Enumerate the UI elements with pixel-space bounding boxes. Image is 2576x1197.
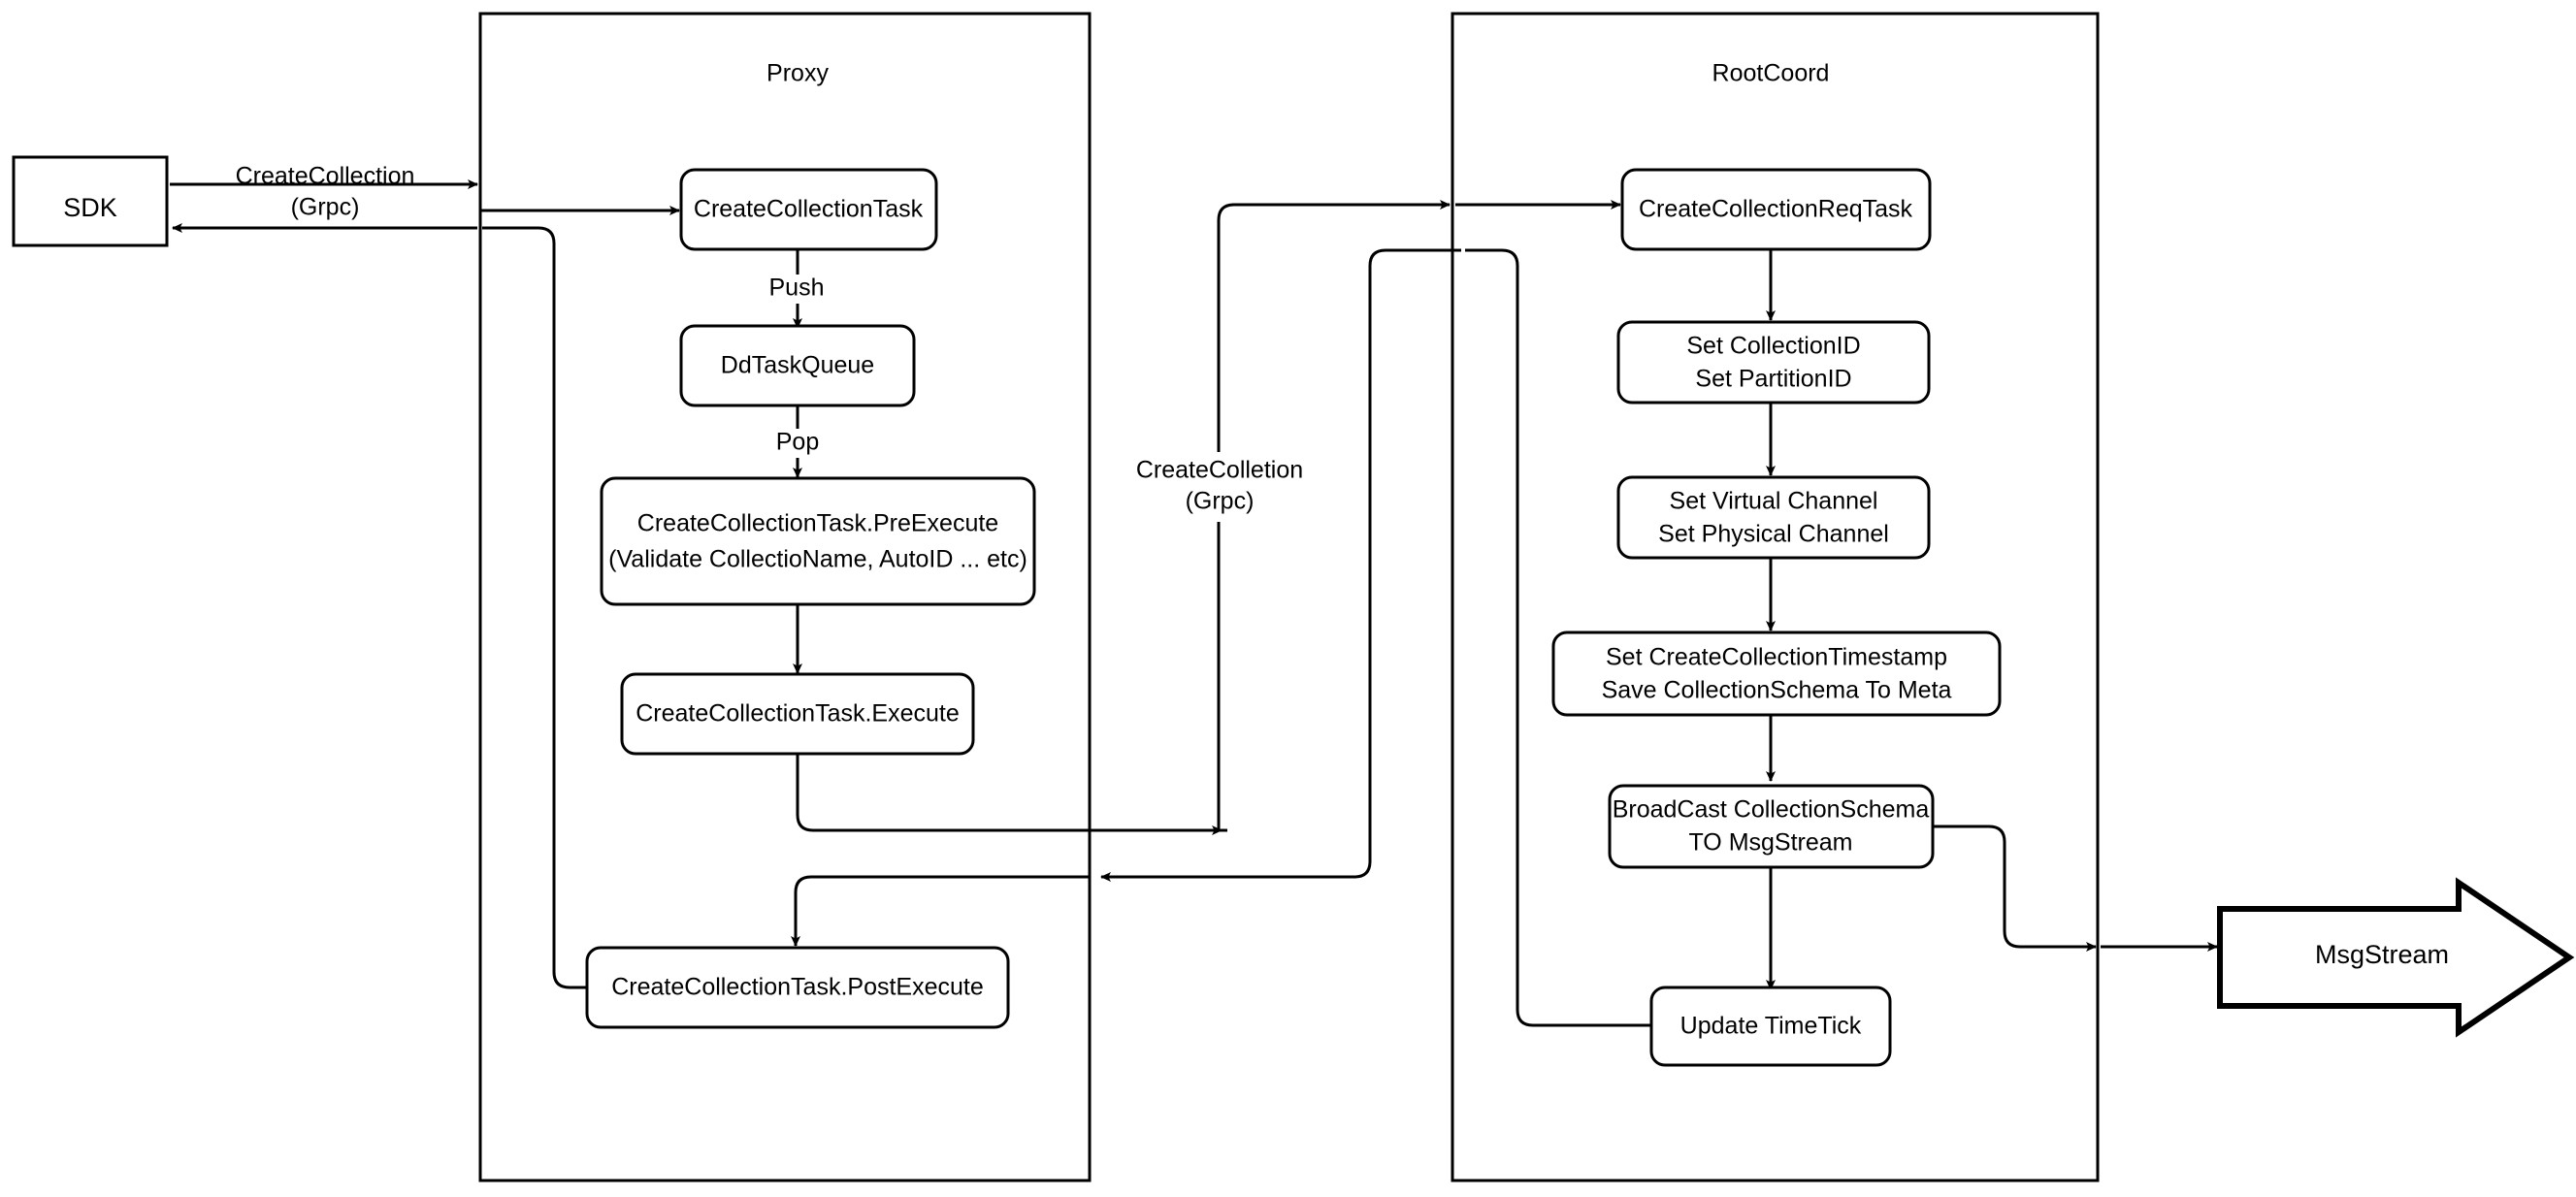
label-push: Push [762, 275, 831, 304]
set-ids-label-line2: Set PartitionID [1695, 366, 1851, 393]
proxy-rootcoord-grpc-line1: CreateColletion [1136, 457, 1303, 484]
create-collection-task-rect[interactable] [679, 168, 938, 251]
pre-execute-rect[interactable] [600, 476, 1036, 606]
label-pop: Pop [767, 429, 828, 458]
pop-label-backdrop [767, 429, 828, 458]
create-collection-req-task-rect[interactable] [1620, 168, 1932, 251]
pop-label-text: Pop [776, 429, 819, 456]
node-pre-execute[interactable]: CreateCollectionTask.PreExecute (Validat… [600, 476, 1036, 606]
node-create-collection-req-task[interactable]: CreateCollectionReqTask [1620, 168, 1932, 251]
set-ids-label-line1: Set CollectionID [1686, 333, 1860, 360]
dd-task-queue-label: DdTaskQueue [721, 352, 874, 379]
push-label-text: Push [769, 275, 825, 302]
node-set-timestamp[interactable]: Set CreateCollectionTimestamp Save Colle… [1551, 631, 2002, 717]
node-msgstream[interactable]: MsgStream [2217, 877, 2575, 1038]
edge-return-to-postexecute [791, 875, 1090, 947]
edge-updatetimetick-loopback [1465, 248, 1651, 1027]
node-execute[interactable]: CreateCollectionTask.Execute [620, 672, 975, 756]
node-post-execute[interactable]: CreateCollectionTask.PostExecute [585, 946, 1010, 1029]
post-execute-rect[interactable] [585, 946, 1010, 1029]
create-collection-task-label: CreateCollectionTask [694, 196, 924, 223]
proxy-rootcoord-grpc-backdrop [1130, 452, 1346, 522]
edge-rootcoord-return-to-proxy [1100, 248, 1461, 882]
dd-task-queue-rect[interactable] [679, 324, 916, 407]
pre-execute-label-line2: (Validate CollectioName, AutoID ... etc) [608, 546, 1027, 573]
edge-broadcast-to-boundary [1931, 825, 2097, 952]
update-timetick-rect[interactable] [1649, 986, 1892, 1067]
update-timetick-label: Update TimeTick [1680, 1013, 1862, 1040]
proxy-container-label: Proxy [766, 60, 829, 87]
sdk-proxy-grpc-line2: (Grpc) [291, 194, 360, 221]
set-timestamp-label-line1: Set CreateCollectionTimestamp [1606, 644, 1947, 671]
node-sdk[interactable]: SDK [12, 155, 169, 247]
set-channels-label-line1: Set Virtual Channel [1670, 488, 1878, 515]
execute-label: CreateCollectionTask.Execute [636, 700, 960, 728]
broadcast-label-line2: TO MsgStream [1688, 829, 1852, 857]
msgstream-arrow-shape[interactable] [2217, 877, 2575, 1038]
msgstream-label: MsgStream [2315, 940, 2449, 969]
edge-proxy-grpc-riser [1217, 200, 1451, 832]
edge-execute-to-rootcoord-boundary [796, 754, 1223, 835]
create-collection-req-task-label: CreateCollectionReqTask [1639, 196, 1913, 223]
label-sdk-proxy-grpc: CreateCollection (Grpc) [236, 163, 415, 221]
set-timestamp-rect[interactable] [1551, 631, 2002, 717]
node-broadcast[interactable]: BroadCast CollectionSchema TO MsgStream [1608, 784, 1935, 869]
sdk-proxy-grpc-line1: CreateCollection [236, 163, 415, 190]
set-timestamp-label-line2: Save CollectionSchema To Meta [1602, 677, 1952, 704]
node-set-channels[interactable]: Set Virtual Channel Set Physical Channel [1616, 475, 1931, 560]
node-dd-task-queue[interactable]: DdTaskQueue [679, 324, 916, 407]
post-execute-label: CreateCollectionTask.PostExecute [611, 974, 984, 1001]
edge-postexecute-back-to-sdk [482, 226, 587, 989]
node-update-timetick[interactable]: Update TimeTick [1649, 986, 1892, 1067]
set-ids-rect[interactable] [1616, 320, 1931, 404]
push-label-backdrop [762, 275, 831, 304]
broadcast-label-line1: BroadCast CollectionSchema [1613, 796, 1930, 824]
pre-execute-label-line1: CreateCollectionTask.PreExecute [637, 510, 998, 537]
execute-rect[interactable] [620, 672, 975, 756]
sdk-label: SDK [63, 193, 117, 222]
broadcast-rect[interactable] [1608, 784, 1935, 869]
set-channels-rect[interactable] [1616, 475, 1931, 560]
rootcoord-container-label: RootCoord [1712, 60, 1830, 87]
set-channels-label-line2: Set Physical Channel [1658, 521, 1889, 548]
node-set-ids[interactable]: Set CollectionID Set PartitionID [1616, 320, 1931, 404]
sdk-rect[interactable] [12, 155, 169, 247]
label-proxy-rootcoord-grpc: CreateColletion (Grpc) [1130, 452, 1346, 522]
proxy-rootcoord-grpc-line2: (Grpc) [1186, 488, 1255, 515]
node-create-collection-task[interactable]: CreateCollectionTask [679, 168, 938, 251]
